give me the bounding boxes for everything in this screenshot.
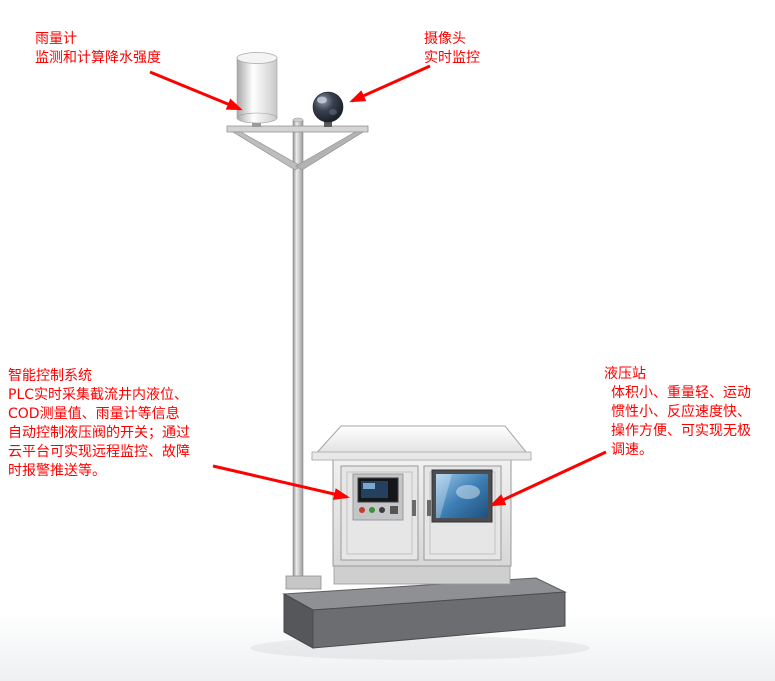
control-system-annotation: 智能控制系统 PLC实时采集截流井内液位、 COD测量值、雨量计等信息自动控制液压…: [8, 367, 190, 481]
annotation-line: COD测量值、雨量计等信息: [8, 406, 180, 422]
surveillance-camera: [312, 91, 344, 127]
panel-switch: [390, 506, 398, 514]
door-window: [431, 469, 493, 523]
control-system-annotation-body: PLC实时采集截流井内液位、 COD测量值、雨量计等信息自动控制液压阀的开关；通过…: [8, 386, 190, 481]
camera-annotation-title: 摄像头: [424, 31, 466, 47]
hmi-panel: [352, 473, 404, 521]
camera-arrow: [349, 64, 431, 103]
control-system-arrow: [212, 464, 350, 500]
rain-gauge-annotation-title: 雨量计: [35, 31, 77, 47]
annotation-line: 自动控制液压阀的开关；通过: [8, 425, 190, 441]
hydraulic-station-arrow: [489, 450, 607, 507]
window-glare: [436, 474, 452, 518]
cabinet-plinth: [333, 563, 511, 585]
rain-gauge-bottom: [236, 112, 278, 124]
camera-annotation-body: 实时监控: [424, 49, 480, 68]
rain-gauge-body: [236, 57, 278, 119]
rain-gauge-arrow: [149, 70, 243, 111]
camera-bracket: [324, 118, 332, 127]
annotation-line: 监测和计算降水强度: [35, 50, 161, 66]
mounting-pole: [285, 117, 322, 590]
control-cabinet: [310, 425, 533, 585]
hydraulic-station-annotation-title: 液压站: [604, 366, 646, 382]
rain-gauge-top: [236, 52, 278, 64]
pole-shaft: [292, 119, 304, 585]
left-door-handle: [412, 500, 416, 516]
rain-gauge-annotation: 雨量计 监测和计算降水强度: [35, 30, 161, 68]
annotation-line: 调速。: [611, 442, 653, 458]
annotation-line: 云平台可实现远程监控、故障: [8, 444, 190, 460]
rain-gauge-annotation-body: 监测和计算降水强度: [35, 49, 161, 68]
crossarm-bar: [226, 125, 369, 133]
concrete-base: [282, 577, 567, 649]
top-crossarm: [226, 125, 369, 171]
annotation-line: 惯性小、反应速度快、: [611, 404, 751, 420]
annotation-line: 时报警推送等。: [8, 463, 106, 479]
annotation-line: 实时监控: [424, 50, 480, 66]
camera-annotation: 摄像头 实时监控: [424, 30, 480, 68]
indicator-red: [359, 507, 365, 513]
roof-fascia: [311, 451, 532, 461]
camera-lens: [329, 109, 337, 115]
control-system-annotation-title: 智能控制系统: [8, 368, 92, 384]
rain-gauge: [236, 52, 278, 127]
camera-sphere: [312, 91, 344, 123]
window-picture-detail: [456, 485, 480, 499]
crossarm-left-strut: [231, 131, 302, 171]
pole-cap: [292, 117, 304, 123]
annotation-line: 体积小、重量轻、运动: [611, 385, 751, 401]
annotation-line: PLC实时采集截流井内液位、: [8, 387, 189, 403]
hydraulic-station-annotation-body: 体积小、重量轻、运动惯性小、反应速度快、操作方便、可实现无极调速。: [604, 384, 751, 460]
indicator-green: [369, 507, 375, 513]
right-door-handle: [427, 500, 431, 516]
camera-highlight: [317, 96, 327, 104]
annotation-arrows: [149, 64, 607, 507]
pole-base-plate: [285, 575, 322, 590]
hydraulic-station-annotation: 液压站 体积小、重量轻、运动惯性小、反应速度快、操作方便、可实现无极调速。: [604, 365, 751, 460]
annotation-line: 操作方便、可实现无极: [611, 423, 751, 439]
hmi-screen-glare: [363, 483, 375, 489]
base-right-face: [312, 591, 566, 649]
indicator-dark: [379, 507, 385, 513]
crossarm-right-strut: [295, 131, 365, 171]
